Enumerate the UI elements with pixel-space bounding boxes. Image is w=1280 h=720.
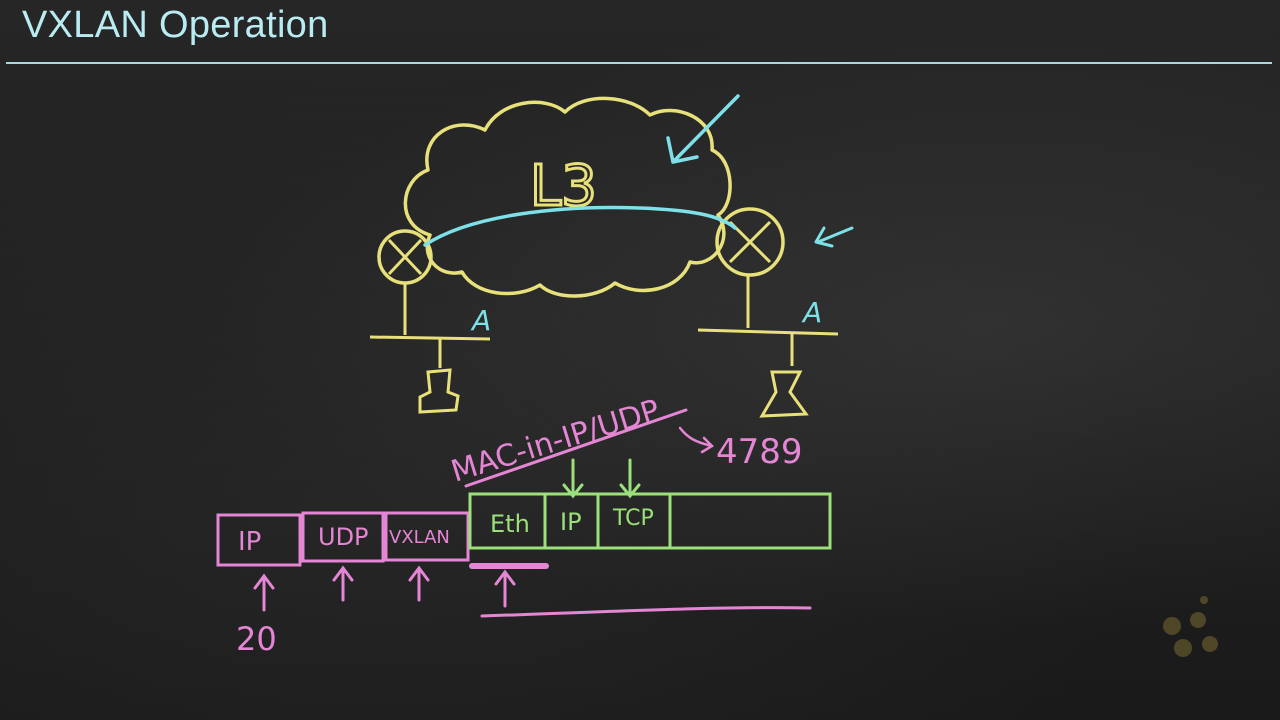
left-host-icon <box>418 368 460 414</box>
right-host-label: A <box>801 296 822 329</box>
udp-up-arrow <box>332 565 354 602</box>
title-underline <box>6 62 1272 64</box>
vxlan-tunnel <box>423 205 737 247</box>
ip-header-size-label: 20 <box>236 620 277 658</box>
outer-ip-label: IP <box>238 527 261 557</box>
cloud-pointer-arrow <box>666 94 740 164</box>
encapsulation-underline <box>464 408 688 488</box>
outer-udp-label: UDP <box>318 523 369 551</box>
left-host-label: A <box>470 304 491 337</box>
outer-ip-field: IP <box>216 513 302 567</box>
ip-up-arrow <box>253 573 275 612</box>
inner-frame-underline <box>480 606 812 618</box>
inner-ip-arrow <box>562 458 584 499</box>
vxlan-header-field: VXLAN <box>384 511 470 562</box>
l3-cloud <box>403 96 732 298</box>
outer-udp-field: UDP <box>301 511 385 563</box>
inner-eth-label: Eth <box>490 510 530 538</box>
vxlan-up-arrow <box>408 565 430 602</box>
inner-frame: Eth IP TCP <box>468 492 832 550</box>
inner-tcp-label: TCP <box>612 506 654 531</box>
slide-title: VXLAN Operation <box>22 4 329 46</box>
right-vtep <box>697 207 839 366</box>
vtep-pointer-arrow <box>814 226 854 248</box>
eth-up-arrow <box>494 569 516 608</box>
vxlan-header-label: VXLAN <box>389 527 450 548</box>
inner-ip-label: IP <box>560 508 582 536</box>
logo-mark <box>1163 596 1218 657</box>
udp-port-label: 4789 <box>716 432 803 472</box>
inner-tcp-arrow <box>619 458 641 499</box>
right-host-icon <box>759 370 809 418</box>
udp-port-arrow <box>678 426 715 454</box>
left-vtep <box>369 229 491 368</box>
